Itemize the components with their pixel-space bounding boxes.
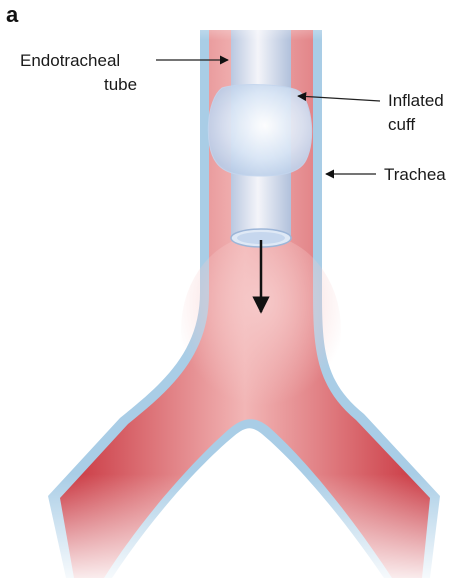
label-inflated-cuff-line2: cuff [388,115,415,134]
panel-label: a [6,2,19,27]
label-endotracheal-tube-line2: tube [104,75,137,94]
label-inflated-cuff-line1: Inflated [388,91,444,110]
label-trachea: Trachea [384,165,446,184]
label-endotracheal-tube-line1: Endotracheal [20,51,120,70]
